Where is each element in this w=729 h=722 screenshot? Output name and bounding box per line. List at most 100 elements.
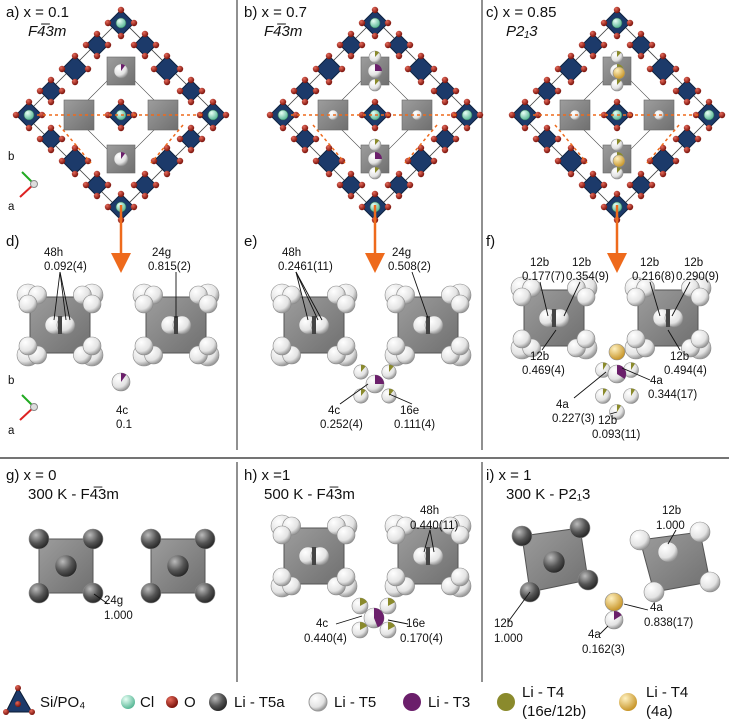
oxygen-atom <box>176 65 184 73</box>
li-t5-atom <box>512 287 532 307</box>
li-t4-atom-occupancy <box>375 79 380 85</box>
po4-tetrahedron <box>290 124 320 154</box>
chlorine-atom <box>461 109 473 121</box>
occupancy-label: 1.000 <box>104 610 133 622</box>
tetrahedron-face <box>675 79 699 103</box>
oxygen-atom <box>532 87 540 95</box>
cage-cluster <box>384 283 472 367</box>
oxygen-atom <box>93 52 101 60</box>
li-t3-atom-occupancy <box>374 608 385 628</box>
oxygen-atom <box>279 98 287 106</box>
oxygen-atom <box>580 157 588 165</box>
legend-t4e-sublabel: (16e/12b) <box>522 703 586 720</box>
po4-tetrahedron <box>336 170 366 200</box>
oxygen-atom <box>176 157 184 165</box>
li-t5-atom <box>272 294 292 314</box>
crystal-a <box>12 6 230 273</box>
site-label: 12b <box>572 257 591 269</box>
li-t5-atom <box>386 567 406 587</box>
oxygen-atom <box>659 52 667 60</box>
oxygen-atom <box>613 124 621 132</box>
oxygen-atom <box>371 124 379 132</box>
oxygen-atom <box>567 170 575 178</box>
oxygen-atom <box>384 41 392 49</box>
oxygen-atom <box>554 157 562 165</box>
tetrahedron-face <box>649 147 677 175</box>
po4-tetrahedron <box>336 30 366 60</box>
oxygen-atom <box>325 78 333 86</box>
po4-tetrahedron <box>626 170 656 200</box>
oxygen-atom <box>187 76 195 84</box>
oxygen-atom <box>358 41 366 49</box>
tetrahedron-face <box>133 173 157 197</box>
occupancy-label: 0.815(2) <box>148 261 191 273</box>
li-t5a-atom <box>140 528 162 550</box>
occupancy-label: 0.111(4) <box>394 419 435 431</box>
leader-line <box>649 281 661 317</box>
tetrahedron-face <box>85 33 109 57</box>
oxygen-atom <box>705 124 713 132</box>
oxygen-atom <box>417 52 425 60</box>
site-label: 12b <box>662 505 681 517</box>
po4-tetrahedron <box>532 76 562 106</box>
li-t3-atom-occupancy <box>375 64 382 71</box>
oxygen-atom <box>117 6 125 14</box>
panel-h-title: h) x =1 <box>244 467 290 484</box>
tetrahedron-face <box>153 55 181 83</box>
oxygen-atom <box>543 98 551 106</box>
site-label: 12b <box>494 618 513 630</box>
li-t5-atom <box>689 521 711 543</box>
oxygen-atom <box>600 203 608 211</box>
oxygen-atom <box>117 32 125 40</box>
oxygen-atom <box>683 124 691 132</box>
oxygen-atom <box>150 65 158 73</box>
li-t5-atom <box>450 336 470 356</box>
oxygen-atom <box>325 170 333 178</box>
oxygen-atom <box>532 135 540 143</box>
oxygen-atom <box>93 30 101 38</box>
li-t3-atom-occupancy <box>121 152 126 159</box>
site-label: 24g <box>392 247 411 259</box>
oxygen-atom <box>580 65 588 73</box>
tetrahedron-face <box>61 147 89 175</box>
oxygen-atom <box>452 87 460 95</box>
oxygen-atom <box>578 41 586 49</box>
li-t5a-atom <box>194 528 216 550</box>
legend-t4a-label: Li - T4 <box>646 684 688 701</box>
site-label: 4a <box>556 399 569 411</box>
panel-h-labels: 48h 0.440(11) 4c 0.440(4) 16e 0.170(4) <box>304 505 459 645</box>
tetrahedron-face <box>179 79 203 103</box>
oxygen-atom <box>613 6 621 14</box>
oxygen-atom <box>150 157 158 165</box>
li-t5a-atom <box>54 554 78 578</box>
oxygen-atom <box>25 98 33 106</box>
li-t4-atom-occupancy <box>603 388 608 396</box>
tetrahedron-face <box>293 127 317 151</box>
site-label: 12b <box>640 257 659 269</box>
site-label: 16e <box>400 405 419 417</box>
oxygen-atom <box>637 170 645 178</box>
oxygen-atom <box>659 144 667 152</box>
legend-t5a-icon <box>209 693 227 711</box>
oxygen-atom <box>578 181 586 189</box>
li-t5-atom <box>134 336 154 356</box>
oxygen-atom <box>117 98 125 106</box>
li-t5-atom <box>450 567 470 587</box>
tetrahedron-face <box>179 127 203 151</box>
occupancy-label: 0.177(7) <box>522 271 565 283</box>
panel-separators <box>0 0 729 682</box>
oxygen-atom <box>441 146 449 154</box>
site-label: 12b <box>530 351 549 363</box>
occupancy-label: 1.000 <box>656 520 685 532</box>
oxygen-atom <box>347 52 355 60</box>
legend-tetra-label: Si/PO₄ <box>40 694 85 711</box>
oxygen-atom <box>58 157 66 165</box>
axis-b-label: b <box>8 375 14 387</box>
oxygen-atom <box>543 76 551 84</box>
legend-t4e-label: Li - T4 <box>522 684 564 701</box>
po4-tetrahedron <box>646 52 680 86</box>
li-t5a-atom <box>569 517 591 539</box>
li-t5-atom <box>699 571 721 593</box>
oxygen-atom <box>371 190 379 198</box>
oxygen-atom <box>312 87 320 95</box>
